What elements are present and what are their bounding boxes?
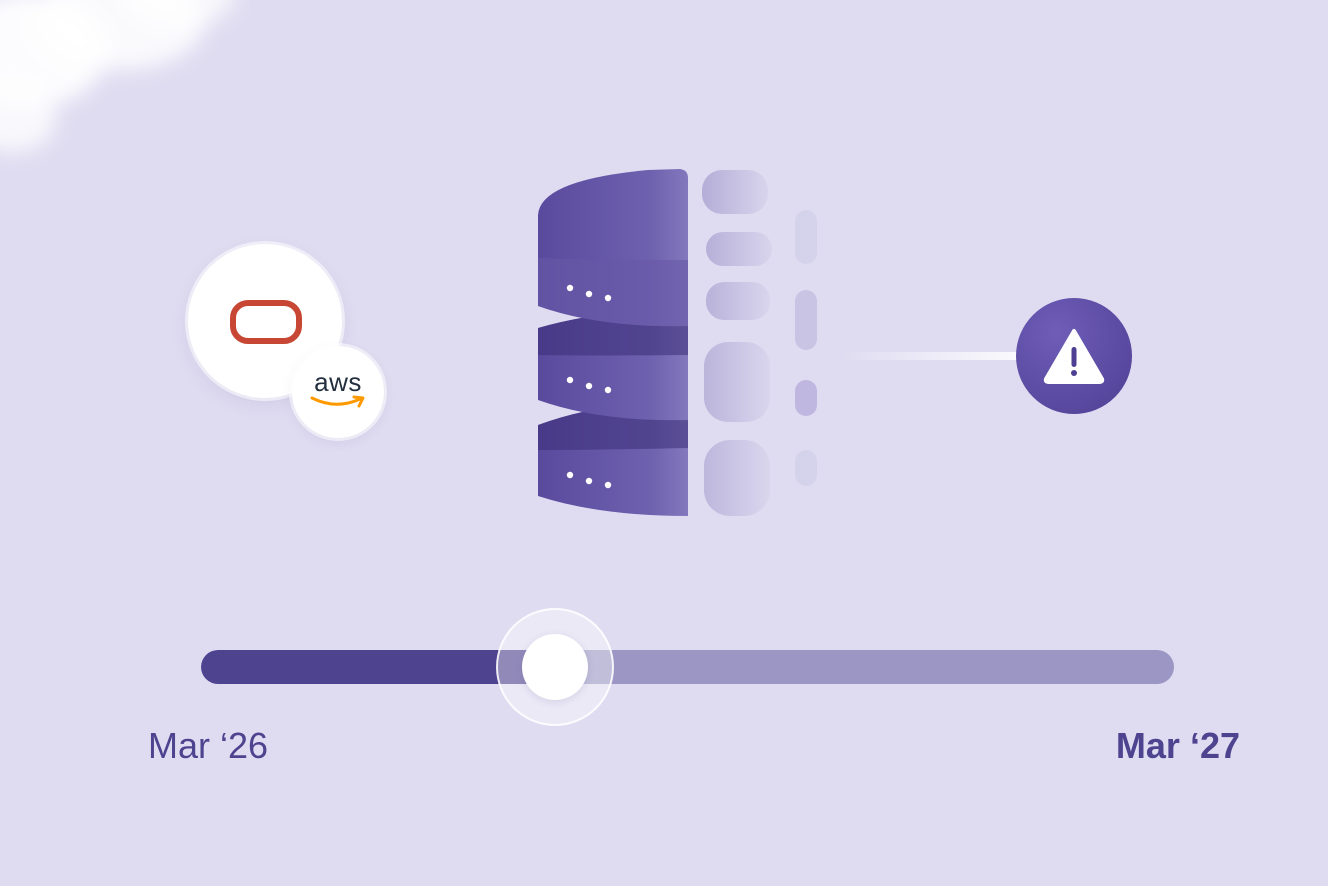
aws-logo-badge: aws	[292, 346, 384, 438]
timeline-end-label: Mar ‘27	[1115, 725, 1240, 766]
slider-handle[interactable]	[522, 634, 588, 700]
timeline-start-label: Mar ‘26	[148, 725, 269, 766]
database-tier-1	[538, 169, 688, 327]
database-fragments	[702, 170, 817, 516]
database-icon	[538, 169, 817, 516]
warning-icon	[1043, 329, 1105, 384]
warning-badge	[1016, 298, 1132, 414]
oracle-logo-icon	[230, 300, 302, 344]
aws-smile-icon	[310, 395, 365, 407]
timeline-progress-fill	[201, 650, 552, 684]
timeline-track[interactable]	[201, 650, 1174, 684]
cloud-decoration	[0, 0, 235, 152]
slider-handle-halo	[496, 608, 614, 726]
aws-logo-text: aws	[314, 366, 362, 397]
alert-connector-line	[840, 352, 1030, 360]
